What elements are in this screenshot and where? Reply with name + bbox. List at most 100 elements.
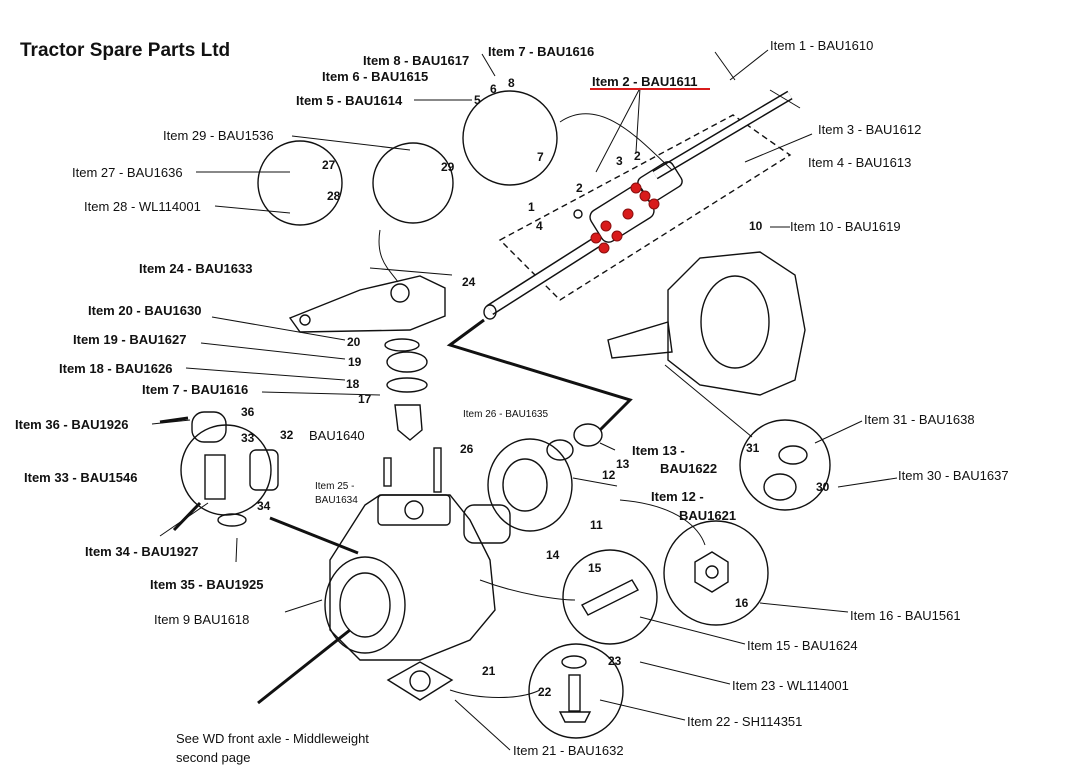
bearing-cap [611, 230, 623, 242]
part-number-16: 16 [735, 596, 749, 610]
detail-circle-15 [562, 549, 658, 645]
stud-15 [581, 579, 639, 616]
label-item19: Item 19 - BAU1627 [73, 332, 187, 347]
seal-14 [463, 504, 511, 544]
item2-highlight-underline [590, 88, 710, 90]
detail-circle-16 [663, 520, 769, 626]
label-item13a: Item 13 - [632, 443, 685, 458]
race-18 [386, 377, 428, 393]
part-number-26: 26 [460, 442, 474, 456]
part-number-14: 14 [546, 548, 560, 562]
cap-36 [191, 411, 227, 443]
steering-arm-boss [390, 283, 410, 303]
bearing-cap [630, 182, 642, 194]
label-item21: Item 21 - BAU1632 [513, 743, 624, 758]
label-item8: Item 8 - BAU1617 [363, 53, 470, 68]
detail-circle-22-23 [528, 643, 624, 739]
detail-circle-27-28 [257, 140, 343, 226]
part-number-22: 22 [538, 685, 552, 699]
label-item12b: BAU1621 [679, 508, 737, 523]
seal-13 [573, 423, 603, 447]
label-item31: Item 31 - BAU1638 [864, 412, 975, 427]
washer-35 [217, 513, 247, 527]
bearing-cap-group [590, 182, 660, 254]
part-number-18: 18 [346, 377, 360, 391]
washer-23 [561, 655, 587, 669]
label-item16: Item 16 - BAU1561 [850, 608, 961, 623]
label-item7-top: Item 7 - BAU1616 [488, 44, 595, 59]
label-item24: Item 24 - BAU1633 [139, 261, 253, 276]
cover-plate-21 [386, 661, 454, 701]
seal-20 [384, 338, 420, 352]
label-item27: Item 27 - BAU1636 [72, 165, 183, 180]
stub-axle-arm [607, 321, 673, 359]
part-number-2a: 2 [576, 181, 583, 195]
label-item9: Item 9 BAU1618 [154, 612, 250, 627]
bearing-cap [590, 232, 602, 244]
fitting-33 [204, 454, 226, 500]
nut-16 [694, 551, 729, 593]
stud-26 [433, 447, 442, 493]
see-note-line2: second page [176, 750, 251, 765]
part-number-29: 29 [441, 160, 455, 174]
swivel-housing-9 [329, 494, 496, 661]
label-item32: BAU1640 [309, 428, 365, 443]
label-item23: Item 23 - WL114001 [732, 678, 849, 693]
label-item34: Item 34 - BAU1927 [85, 544, 199, 559]
label-item7-mid: Item 7 - BAU1616 [142, 382, 249, 397]
part-number-2b: 2 [634, 149, 641, 163]
part-number-31: 31 [746, 441, 760, 455]
label-item33: Item 33 - BAU1546 [24, 470, 138, 485]
detail-circle-30-31 [739, 419, 831, 511]
seal-31 [778, 445, 808, 465]
company-title: Tractor Spare Parts Ltd [20, 40, 231, 61]
part-number-10: 10 [749, 219, 763, 233]
steering-arm [288, 275, 446, 333]
label-item1: Item 1 - BAU1610 [770, 38, 874, 53]
detail-circle-29 [372, 142, 454, 224]
part-number-13: 13 [616, 457, 630, 471]
bearing-cap [622, 208, 634, 220]
part-number-11: 11 [590, 518, 603, 532]
hub-11 [487, 438, 573, 532]
pin-25 [383, 457, 392, 487]
washer-4 [573, 209, 583, 219]
part-number-27: 27 [322, 158, 336, 172]
part-number-30: 30 [816, 480, 830, 494]
part-number-7: 7 [537, 150, 544, 164]
part-number-28: 28 [327, 189, 341, 203]
label-item18: Item 18 - BAU1626 [59, 361, 173, 376]
see-note-line1: See WD front axle - Middleweight [176, 731, 369, 746]
detail-circle-5-8 [462, 90, 558, 186]
label-item15: Item 15 - BAU1624 [747, 638, 858, 653]
part-number-5: 5 [474, 93, 481, 107]
label-item3: Item 3 - BAU1612 [818, 122, 922, 137]
part-number-19: 19 [348, 355, 362, 369]
part-number-12: 12 [602, 468, 616, 482]
shaft-spline-end [483, 304, 497, 320]
label-item22: Item 22 - SH114351 [687, 714, 803, 729]
label-item35: Item 35 - BAU1925 [150, 577, 264, 592]
part-number-1: 1 [528, 200, 535, 214]
part-number-23: 23 [608, 654, 622, 668]
part-number-17: 17 [358, 392, 372, 406]
part-number-36: 36 [241, 405, 255, 419]
bolt-22 [568, 674, 581, 712]
label-item36: Item 36 - BAU1926 [15, 417, 129, 432]
label-item2: Item 2 - BAU1611 [592, 74, 698, 89]
label-item5: Item 5 - BAU1614 [296, 93, 403, 108]
label-item29: Item 29 - BAU1536 [163, 128, 274, 143]
label-item20: Item 20 - BAU1630 [88, 303, 202, 318]
part-number-4: 4 [536, 219, 543, 233]
bearing-cap [639, 190, 651, 202]
part-number-3: 3 [616, 154, 623, 168]
part-number-34: 34 [257, 499, 271, 513]
label-item25a: Item 25 - [315, 481, 355, 492]
label-item13b: BAU1622 [660, 461, 718, 476]
bearing-cap [648, 198, 660, 210]
label-item6: Item 6 - BAU1615 [322, 69, 429, 84]
label-item12a: Item 12 - [651, 489, 704, 504]
bearing-19 [386, 351, 428, 373]
